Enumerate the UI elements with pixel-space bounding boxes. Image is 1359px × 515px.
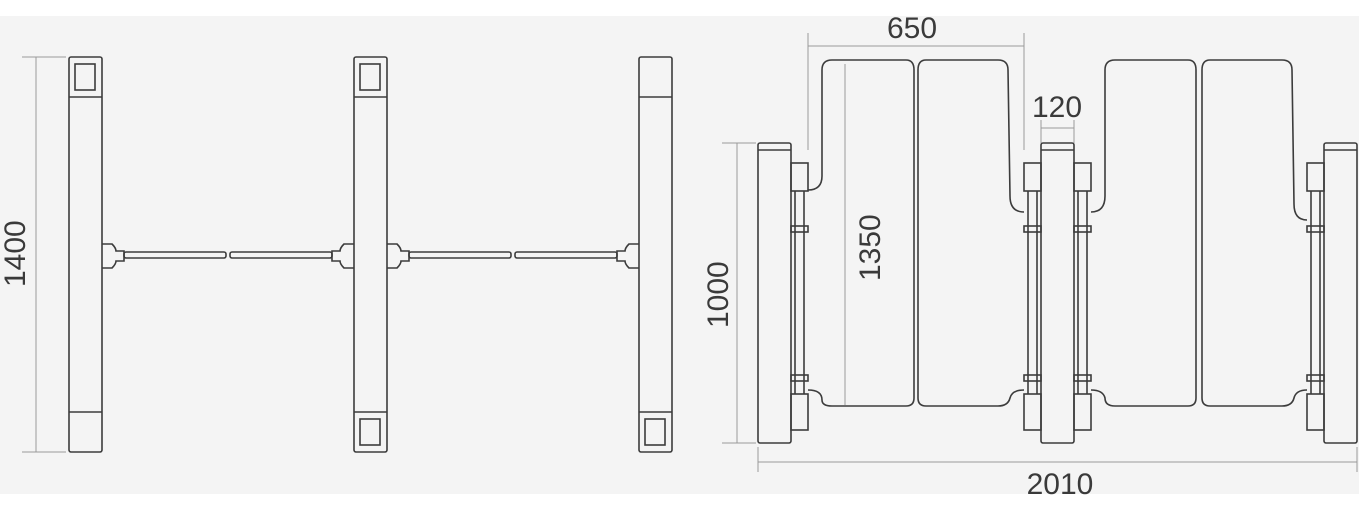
flap-right-inner (1090, 59, 1197, 407)
front-view-dimension-lines (722, 33, 1358, 472)
flap-height-label: 1350 (854, 214, 887, 281)
cabinet-width-label: 120 (1032, 91, 1082, 124)
top-view-post-left (68, 56, 125, 453)
flap-right-outer (1201, 59, 1308, 407)
top-view-height-label: 1400 (0, 220, 32, 287)
cabinet-height-label: 1000 (702, 261, 735, 328)
cabinet-right (1306, 142, 1358, 444)
flap-left-inner (917, 59, 1025, 407)
cabinet-center (1023, 142, 1092, 444)
gate-width-label: 650 (887, 12, 937, 45)
flap-left-outer (807, 59, 915, 407)
total-width-label: 2010 (1027, 468, 1094, 501)
drawing-background (0, 16, 1359, 494)
top-view-post-right (616, 56, 673, 453)
cabinet-left (757, 142, 809, 444)
height-dimension-1400 (22, 56, 66, 453)
front-view (722, 33, 1358, 472)
top-view-post-center (331, 56, 410, 453)
top-view (22, 56, 673, 453)
